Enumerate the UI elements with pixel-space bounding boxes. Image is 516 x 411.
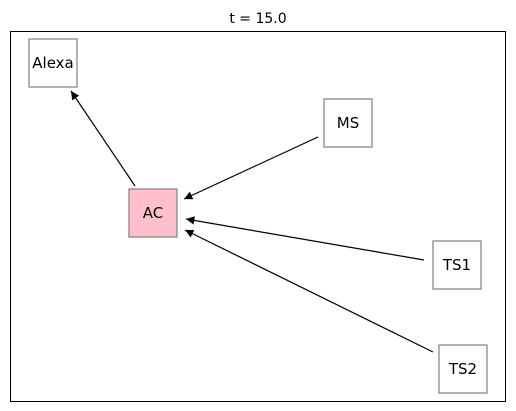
node-label-ts2: TS2 xyxy=(448,360,477,378)
node-box-ts1 xyxy=(432,240,482,290)
node-box-alexa xyxy=(28,38,78,88)
figure-title: t = 15.0 xyxy=(229,11,286,27)
node-box-ms xyxy=(323,98,373,148)
plot-frame xyxy=(10,31,506,402)
node-label-ms: MS xyxy=(337,114,359,132)
node-ts1: TS1 xyxy=(432,240,482,290)
edges-layer xyxy=(70,90,434,353)
node-alexa: Alexa xyxy=(28,38,78,88)
node-box-ts2 xyxy=(438,344,488,394)
edge-ac-to-alexa xyxy=(70,90,136,187)
edge-ts1-to-ac xyxy=(185,216,425,261)
node-box-ac xyxy=(128,188,178,238)
node-ms: MS xyxy=(323,98,373,148)
node-ts2: TS2 xyxy=(438,344,488,394)
node-label-alexa: Alexa xyxy=(32,54,73,72)
node-label-ac: AC xyxy=(143,204,163,222)
node-label-ts1: TS1 xyxy=(442,256,471,274)
edge-ms-to-ac xyxy=(183,136,319,200)
node-ac: AC xyxy=(128,188,178,238)
edge-ts2-to-ac xyxy=(184,229,434,353)
